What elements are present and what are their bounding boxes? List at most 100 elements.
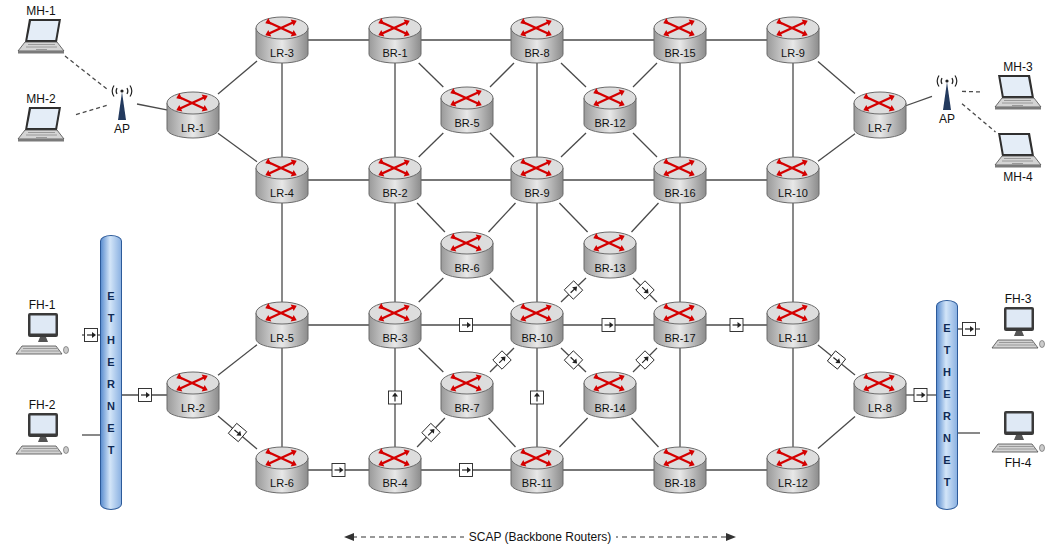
packet-box	[460, 464, 473, 477]
link-line	[562, 324, 655, 325]
packet-icon	[332, 464, 345, 477]
desktop-icon	[990, 306, 1046, 352]
router-node: BR-17	[652, 299, 708, 351]
router-icon-shape	[441, 232, 493, 278]
link-line	[632, 418, 659, 447]
router-node: LR-5	[254, 299, 310, 351]
link-line	[307, 469, 370, 470]
packet-icon	[422, 423, 440, 441]
packet-icon	[636, 351, 654, 369]
network-link	[562, 180, 655, 181]
host-label: FH-3	[1005, 292, 1032, 306]
router-label: LR-1	[181, 122, 205, 134]
link-line	[218, 345, 257, 376]
laptop-icon	[16, 18, 66, 56]
span-arrow-head	[726, 533, 736, 541]
network-link	[419, 63, 444, 87]
router-icon-shape	[256, 157, 308, 203]
network-link	[559, 418, 587, 447]
packet-arrow-head	[392, 393, 398, 397]
packet-box	[636, 351, 654, 369]
link-line	[417, 418, 445, 447]
router-label: LR-4	[270, 187, 294, 199]
router-label: LR-8	[868, 402, 892, 414]
router-node: LR-11	[765, 299, 821, 351]
router-icon-shape	[767, 157, 819, 203]
link-line	[536, 203, 537, 302]
link-line	[633, 133, 657, 157]
link-line	[76, 105, 107, 114]
link-line	[792, 63, 793, 157]
router-icon-shape	[511, 157, 563, 203]
packet-arrow-head	[467, 322, 471, 328]
network-link	[420, 180, 512, 181]
link-line	[122, 394, 168, 395]
router-node: LR-10	[765, 154, 821, 206]
network-link	[562, 40, 655, 41]
packet-icon	[531, 391, 544, 404]
packet-icon	[460, 319, 473, 332]
network-link	[818, 62, 855, 94]
router-label: LR-12	[778, 477, 808, 489]
access-point: AP	[932, 70, 962, 126]
network-link	[420, 470, 512, 471]
router-node: BR-2	[367, 154, 423, 206]
link-line	[633, 63, 657, 87]
antenna-icon	[933, 70, 961, 112]
desktop-icon-shape	[992, 411, 1045, 452]
router-icon-shape	[511, 302, 563, 348]
network-link	[419, 348, 444, 372]
desktop-icon-shape	[992, 307, 1045, 348]
network-link	[905, 96, 932, 106]
laptop-icon-shape	[18, 107, 64, 142]
bus-label: ETHERNET	[942, 317, 953, 493]
packet-arrow-head	[501, 354, 508, 361]
link-line	[420, 39, 512, 40]
network-link	[282, 63, 283, 157]
packet-arrow-head	[610, 322, 614, 328]
mobile-host: MH-4	[983, 132, 1053, 184]
link-line	[818, 134, 855, 162]
router-node: BR-18	[652, 444, 708, 496]
wireless-link	[65, 56, 107, 89]
router-label: BR-12	[594, 117, 625, 129]
network-link	[282, 203, 283, 302]
network-link	[561, 348, 586, 372]
host-label: FH-2	[29, 398, 56, 412]
router-icon-shape	[584, 372, 636, 418]
link-line	[307, 324, 370, 325]
network-link	[632, 418, 659, 447]
network-link	[818, 345, 855, 375]
link-line	[281, 63, 282, 157]
link-line	[679, 63, 680, 157]
packet-icon	[228, 423, 246, 441]
packet-box	[389, 391, 402, 404]
fixed-host: FH-3	[980, 292, 1056, 352]
link-line	[705, 469, 768, 470]
router-label: BR-5	[454, 117, 479, 129]
link-line	[417, 203, 445, 232]
network-link	[537, 203, 538, 302]
link-line	[394, 63, 395, 157]
packet-arrow-head	[236, 431, 243, 438]
router-node: BR-4	[367, 444, 423, 496]
network-link	[395, 63, 396, 157]
network-link	[958, 329, 980, 330]
router-node: BR-5	[439, 84, 495, 136]
router-icon-shape	[167, 372, 219, 418]
network-link	[307, 180, 370, 181]
network-link	[905, 395, 936, 396]
network-link	[490, 133, 514, 157]
packet-icon	[827, 351, 845, 369]
router-label: BR-15	[664, 47, 695, 59]
packet-box	[914, 389, 927, 402]
link-line	[705, 179, 768, 180]
host-label: MH-3	[1003, 60, 1032, 74]
router-node: BR-12	[582, 84, 638, 136]
packet-arrow-head	[146, 392, 150, 398]
link-line	[818, 345, 855, 375]
router-icon-shape	[767, 447, 819, 493]
link-line	[958, 432, 980, 433]
router-label: BR-17	[664, 332, 695, 344]
packet-arrow-head	[572, 359, 579, 366]
